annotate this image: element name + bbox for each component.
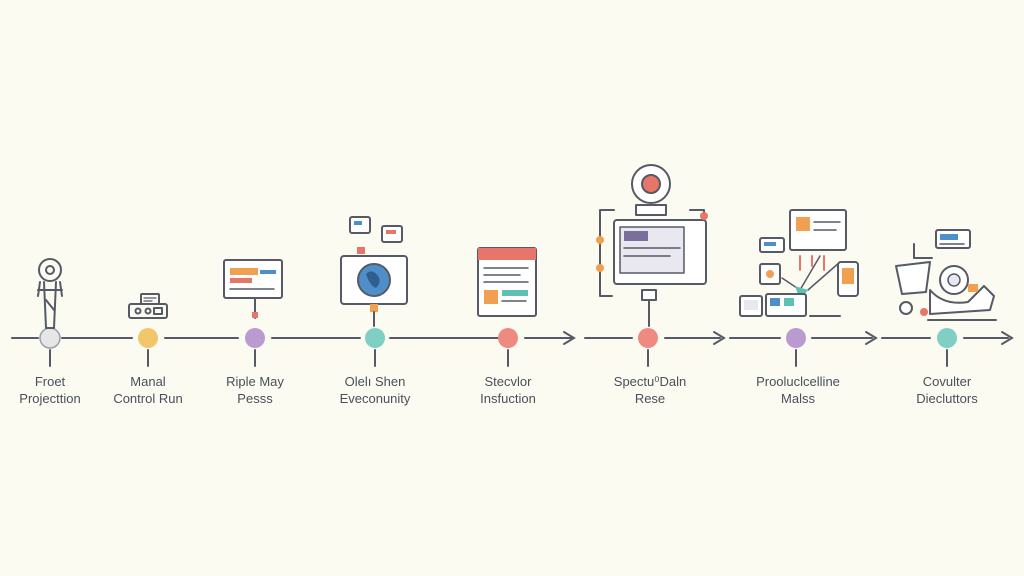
signboard-icon (223, 259, 283, 319)
robot-workstation-icon (895, 229, 997, 321)
step-label-line1: Covulter (922, 374, 972, 389)
step-label-5: Stecvlor Insfuction (433, 373, 583, 407)
control-panel-icon (128, 293, 168, 319)
step-node-2[interactable] (138, 328, 158, 348)
step-label-line1: Riple May (226, 374, 284, 389)
step-label-line1: Prooluclcelline (756, 374, 840, 389)
document-window-icon (477, 247, 537, 317)
step-label-line2: Eveconunity (339, 391, 411, 406)
step-node-6[interactable] (638, 328, 658, 348)
step-node-7[interactable] (786, 328, 806, 348)
step-node-3[interactable] (245, 328, 265, 348)
step-label-line2: Rese (634, 391, 666, 406)
step-node-5[interactable] (498, 328, 518, 348)
step-label-line1: Manal (130, 374, 166, 389)
step-label-line2: Insfuction (480, 391, 536, 406)
globe-screen-icon (340, 216, 408, 327)
device-network-icon (739, 209, 859, 317)
step-label-line2: Malss (781, 391, 815, 406)
step-label-1: Froet Projecttion (0, 373, 125, 407)
step-label-line1: Stecvlor (484, 374, 532, 389)
step-label-line2: Pesss (237, 391, 273, 406)
step-node-8[interactable] (937, 328, 957, 348)
step-label-2: Manal Control Run (73, 373, 223, 407)
step-label-7: Prooluclcelline Malss (723, 373, 873, 407)
step-label-line1: Spectu⁰Daln (613, 374, 687, 389)
robot-arm-icon (37, 258, 63, 329)
step-label-4: Olelı Shen Eveconunity (300, 373, 450, 407)
step-label-line2: Projecttion (19, 391, 81, 406)
step-label-8: Covulter Diecluttors (872, 373, 1022, 407)
timeline-line (11, 331, 1014, 345)
step-node-4[interactable] (365, 328, 385, 348)
step-label-6: Spectu⁰Daln Rese (575, 373, 725, 407)
timeline-nodes (39, 327, 957, 349)
step-node-1[interactable] (39, 327, 61, 349)
step-label-3: Riple May Pesss (180, 373, 330, 407)
step-label-line2: Control Run (113, 391, 183, 406)
step-label-line2: Diecluttors (916, 391, 978, 406)
step-label-line1: Olelı Shen (344, 374, 406, 389)
label-connectors (49, 349, 948, 367)
step-label-line1: Froet (34, 374, 66, 389)
robot-computer-icon (596, 164, 708, 327)
